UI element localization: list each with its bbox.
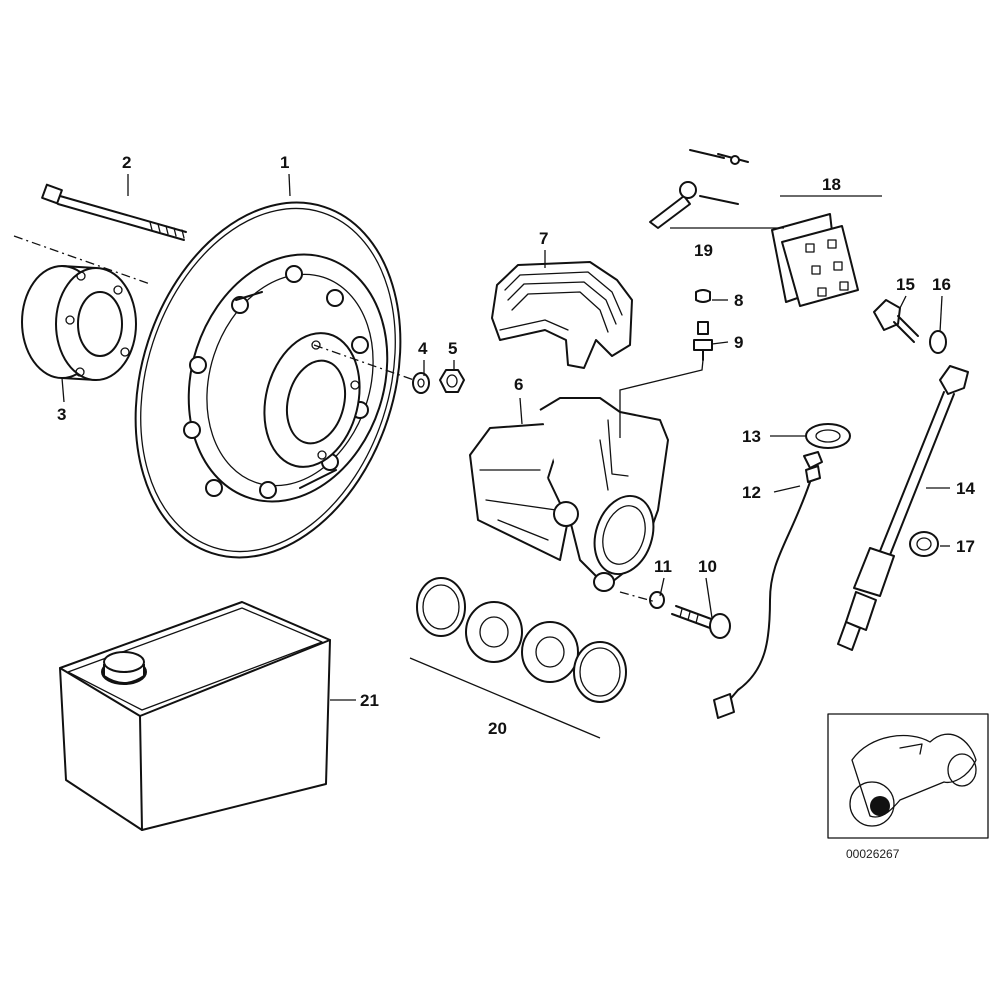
callout-9: 9 <box>734 333 743 352</box>
part-10-caliper-bolt <box>671 605 731 639</box>
callout-18: 18 <box>822 175 841 194</box>
leader-lines <box>61 173 950 739</box>
callout-7: 7 <box>539 229 548 248</box>
part-13-grommet <box>805 423 851 449</box>
part-20-seal-kit <box>416 577 627 703</box>
part-18-brake-pads <box>771 213 859 307</box>
part-2-long-bolt <box>41 183 187 241</box>
part-5-nut <box>439 369 465 393</box>
callout-1: 1 <box>280 153 289 172</box>
callout-4: 4 <box>418 339 428 358</box>
part-4-washer <box>412 372 430 394</box>
callout-11: 11 <box>654 557 672 576</box>
callout-19: 19 <box>694 241 713 260</box>
part-9-bleeder-screw <box>693 321 713 361</box>
part-14-brake-hose <box>837 365 969 651</box>
locator-thumbnail <box>827 713 989 839</box>
part-11-washer <box>649 591 665 609</box>
assembly-axis-lines <box>13 235 657 603</box>
part-12-brake-pipe <box>713 451 823 719</box>
callout-8: 8 <box>734 291 743 310</box>
part-1-brake-disc <box>134 201 402 559</box>
part-19-pin-set <box>649 149 749 229</box>
part-7-caliper-cover <box>491 261 633 369</box>
part-8-bleeder-cap <box>695 289 711 303</box>
callout-5: 5 <box>448 339 457 358</box>
callout-15: 15 <box>896 275 915 294</box>
highlighted-wheel-marker <box>870 796 890 816</box>
callout-21: 21 <box>360 691 379 710</box>
part-6-brake-caliper <box>469 397 669 592</box>
part-16-sealing-washer <box>929 330 947 354</box>
part-21-brake-fluid-can <box>59 601 331 831</box>
callout-2: 2 <box>122 153 131 172</box>
callout-10: 10 <box>698 557 717 576</box>
callout-16: 16 <box>932 275 951 294</box>
callout-20: 20 <box>488 719 507 738</box>
diagram-id: 00026267 <box>846 847 900 861</box>
callout-14: 14 <box>956 479 975 498</box>
callout-3: 3 <box>57 405 66 424</box>
callout-12: 12 <box>742 483 761 502</box>
callout-6: 6 <box>514 375 523 394</box>
callout-labels: 1 2 3 4 5 6 7 8 9 10 11 12 13 14 15 16 1… <box>57 153 975 738</box>
part-3-spacer-ring <box>21 265 137 381</box>
part-15-banjo-bolt <box>873 299 919 343</box>
callout-17: 17 <box>956 537 975 556</box>
callout-13: 13 <box>742 427 761 446</box>
part-17-grommet <box>909 531 939 557</box>
